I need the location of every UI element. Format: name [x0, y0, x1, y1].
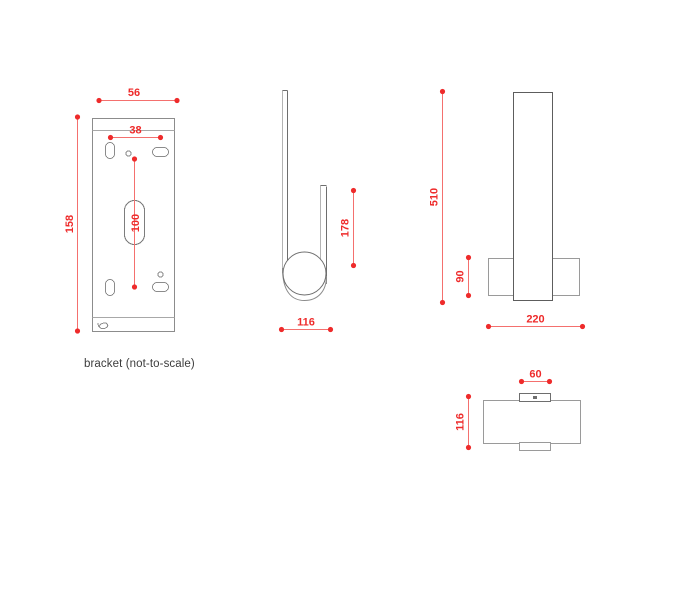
bracket-slot-lower-right: [152, 282, 169, 292]
dim-endpoint-90-top: [465, 254, 472, 261]
bracket-hole-upper-middle: [125, 150, 132, 157]
dimension-front-total-width: 220: [485, 314, 586, 330]
front-column: [513, 92, 553, 301]
dim-endpoint-510-bottom: [439, 299, 446, 306]
dim-endpoint-116side-right: [327, 326, 334, 333]
dimension-bracket-hole-spacing: 38: [107, 125, 164, 141]
dimension-front-base-height: 90: [455, 254, 472, 299]
dim-endpoint-178-bottom: [350, 262, 357, 269]
side-roller-circle: [282, 251, 327, 296]
side-outer-bend: [282, 267, 327, 302]
dim-endpoint-100-bottom: [131, 284, 138, 290]
dim-endpoint-56-left: [96, 97, 102, 104]
dim-endpoint-178-top: [350, 187, 357, 194]
dim-endpoint-116side-left: [278, 326, 285, 333]
top-main-body: [483, 400, 581, 444]
dimension-side-height: 178: [340, 187, 357, 269]
bracket-slot-lower-left: [105, 279, 115, 296]
dim-endpoint-116top-bottom: [465, 444, 472, 451]
dimension-bracket-height: 158: [64, 114, 81, 334]
bracket-caption: bracket (not-to-scale): [84, 358, 195, 370]
dim-label-178: 178: [340, 219, 352, 237]
view-front-elevation: [488, 92, 580, 301]
dim-endpoint-220-right: [579, 323, 586, 330]
dim-endpoint-60-left: [518, 378, 525, 385]
dim-endpoint-100-top: [131, 156, 138, 162]
view-top-plan: [483, 393, 581, 451]
dim-label-38: 38: [129, 125, 141, 137]
dim-endpoint-158-top: [74, 114, 81, 120]
dim-label-90: 90: [455, 270, 467, 282]
bracket-slot-upper-right: [152, 147, 169, 157]
dim-endpoint-158-bottom: [74, 328, 81, 334]
dim-endpoint-116top-top: [465, 393, 472, 400]
bracket-hook-detail: [97, 322, 109, 330]
top-tab-upper-notch: [533, 396, 537, 399]
dim-endpoint-56-right: [174, 97, 180, 104]
dimension-top-depth: 116: [455, 393, 472, 451]
dimension-top-tab-width: 60: [518, 369, 553, 385]
dim-endpoint-90-bottom: [465, 292, 472, 299]
view-side-profile: [282, 90, 327, 302]
dim-endpoint-38-left: [107, 134, 114, 141]
dim-label-116-top: 116: [455, 413, 467, 431]
dim-label-60: 60: [529, 369, 541, 381]
dim-endpoint-38-right: [157, 134, 164, 141]
dim-label-158: 158: [64, 215, 76, 233]
dimension-bracket-width: 56: [96, 87, 180, 104]
dim-label-56: 56: [128, 87, 140, 99]
dim-endpoint-60-right: [546, 378, 553, 385]
dimension-bracket-slot-center: 100: [130, 156, 142, 290]
dim-label-116-side: 116: [297, 317, 315, 329]
dimension-side-depth: 116: [278, 317, 334, 333]
dimension-front-total-height: 510: [429, 88, 446, 306]
top-tab-lower: [519, 442, 551, 451]
dim-label-220: 220: [526, 314, 544, 326]
dim-label-510: 510: [429, 188, 441, 206]
view-bracket-back-plate: [92, 118, 175, 332]
bracket-hole-lower-right: [157, 271, 164, 278]
bracket-slot-upper-left: [105, 142, 115, 159]
dim-endpoint-220-left: [485, 323, 492, 330]
dim-label-100: 100: [130, 214, 142, 232]
dim-endpoint-510-top: [439, 88, 446, 95]
